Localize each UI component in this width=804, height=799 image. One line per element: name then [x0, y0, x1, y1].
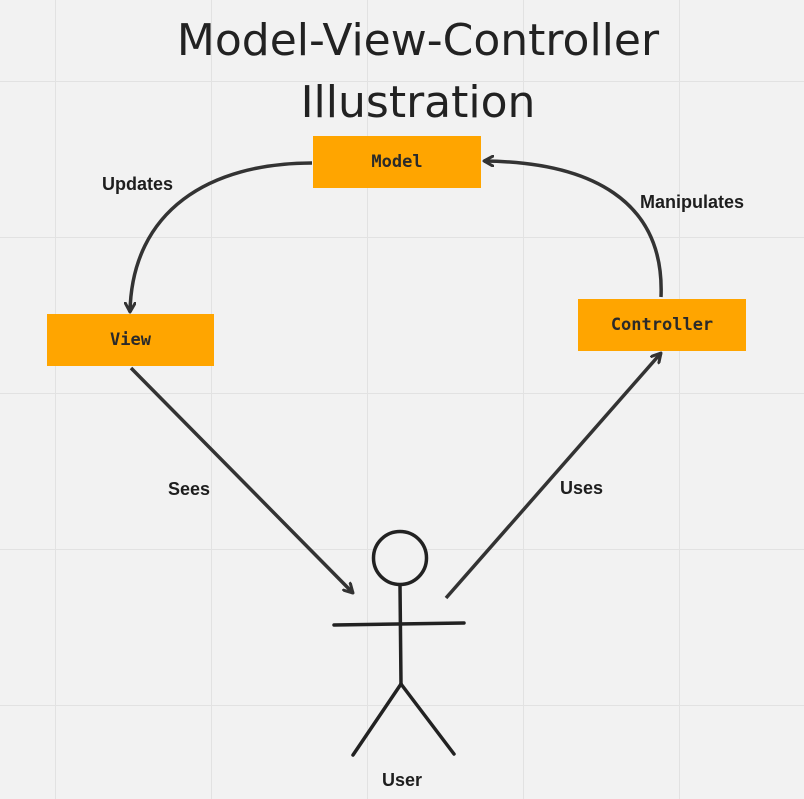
updates-arrow	[130, 161, 313, 312]
user-head	[371, 529, 429, 587]
user-stick-figure	[332, 529, 466, 757]
uses-arrow	[444, 353, 661, 600]
view-label: View	[110, 330, 151, 350]
sees-label: Sees	[168, 479, 211, 499]
controller-label: Controller	[610, 315, 714, 335]
manipulates-label: Manipulates	[640, 192, 745, 212]
user-left-leg	[351, 682, 403, 757]
manipulates-arrow	[484, 161, 663, 298]
title-line-1: Model-View-Controller	[176, 15, 660, 66]
controller-box: Controller	[578, 299, 746, 351]
view-box: View	[47, 314, 214, 366]
user-body	[398, 583, 403, 686]
sees-arrow	[129, 366, 353, 593]
model-box: Model	[313, 136, 481, 188]
diagram-title: Model-View-Controller Illustration	[0, 10, 804, 134]
uses-label: Uses	[560, 478, 604, 498]
user-right-leg	[399, 682, 456, 756]
model-label: Model	[371, 152, 423, 172]
user-arms	[332, 621, 466, 627]
user-label: User	[382, 770, 423, 790]
updates-label: Updates	[102, 174, 174, 194]
title-line-2: Illustration	[300, 77, 536, 128]
